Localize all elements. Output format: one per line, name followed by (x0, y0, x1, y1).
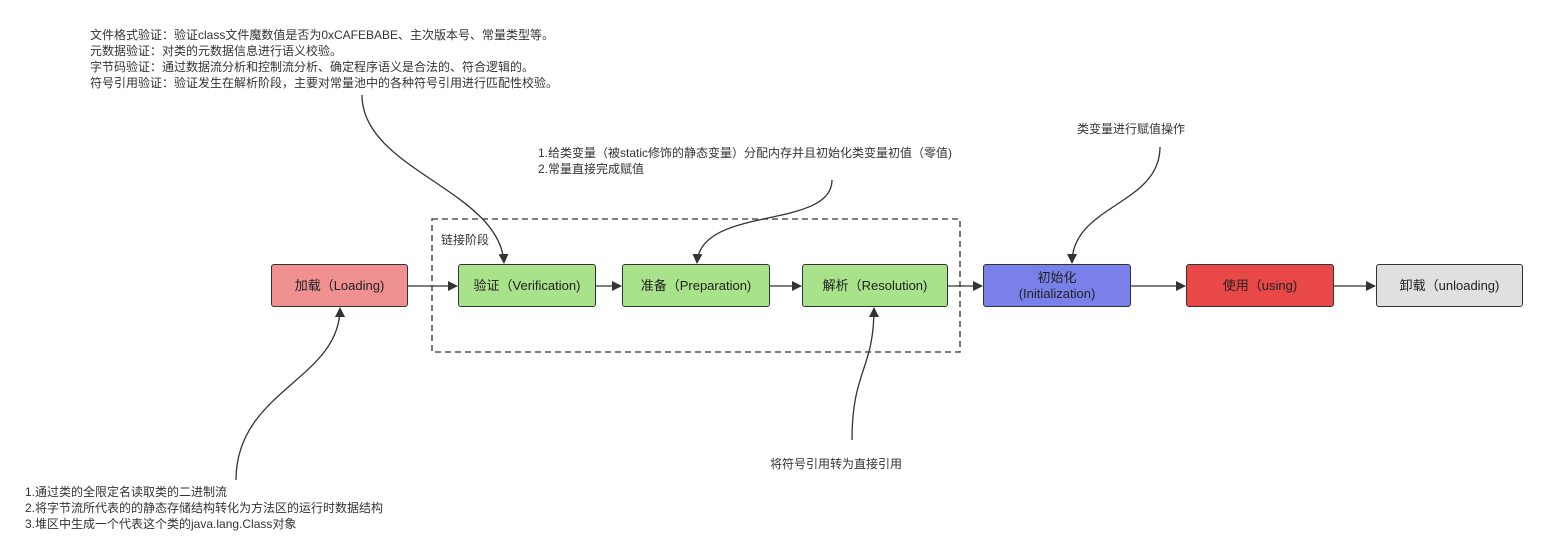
preparation-note-line: 2.常量直接完成赋值 (538, 162, 645, 176)
stage-verification[interactable]: 验证（Verification) (458, 264, 596, 307)
preparation-note-line: 1.给类变量（被static修饰的静态变量）分配内存并且初始化类变量初值（零值) (538, 146, 953, 160)
connector-verification-note (361, 94, 509, 264)
loading-note-line: 1.通过类的全限定名读取类的二进制流 (25, 485, 228, 499)
connector-preparation-note (692, 179, 833, 264)
stage-resolution[interactable]: 解析（Resolution) (802, 264, 948, 307)
stage-using-label: 使用（using) (1222, 277, 1298, 293)
linking-phase-label: 链接阶段 (441, 233, 490, 247)
verification-note-line: 文件格式验证：验证class文件魔数值是否为0xCAFEBABE、主次版本号、常… (90, 28, 555, 42)
stage-loading-label: 加载（Loading) (294, 277, 385, 293)
stage-preparation-label: 准备（Preparation) (640, 277, 752, 293)
loading-note-line: 2.将字节流所代表的的静态存储结构转化为方法区的运行时数据结构 (25, 501, 384, 515)
stage-initialization-label-en: (Initialization) (1018, 285, 1096, 301)
loading-note: 1.通过类的全限定名读取类的二进制流 2.将字节流所代表的的静态存储结构转化为方… (25, 484, 383, 532)
stage-initialization[interactable]: 初始化 (Initialization) (983, 264, 1131, 307)
stage-resolution-label: 解析（Resolution) (822, 277, 928, 293)
resolution-note: 将符号引用转为直接引用 (770, 457, 903, 471)
connector-loading-note (235, 307, 345, 481)
connector-resolution-note (851, 307, 879, 441)
initialization-note: 类变量进行赋值操作 (1077, 122, 1186, 136)
connector-initialization-note (1067, 146, 1161, 264)
verification-note: 文件格式验证：验证class文件魔数值是否为0xCAFEBABE、主次版本号、常… (90, 27, 558, 91)
loading-note-line: 3.堆区中生成一个代表这个类的java.lang.Class对象 (25, 517, 297, 531)
verification-note-line: 符号引用验证：验证发生在解析阶段，主要对常量池中的各种符号引用进行匹配性校验。 (90, 76, 559, 90)
verification-note-line: 字节码验证：通过数据流分析和控制流分析、确定程序语义是合法的、符合逻辑的。 (90, 60, 535, 74)
preparation-note: 1.给类变量（被static修饰的静态变量）分配内存并且初始化类变量初值（零值)… (538, 145, 952, 177)
stage-using[interactable]: 使用（using) (1186, 264, 1334, 307)
stage-preparation[interactable]: 准备（Preparation) (622, 264, 770, 307)
stage-unloading-label: 卸载（unloading) (1399, 277, 1500, 293)
verification-note-line: 元数据验证：对类的元数据信息进行语义校验。 (90, 44, 343, 58)
stage-initialization-label-cn: 初始化 (1037, 269, 1077, 285)
stage-loading[interactable]: 加载（Loading) (271, 264, 408, 307)
stage-verification-label: 验证（Verification) (473, 277, 581, 293)
stage-unloading[interactable]: 卸载（unloading) (1376, 264, 1523, 307)
